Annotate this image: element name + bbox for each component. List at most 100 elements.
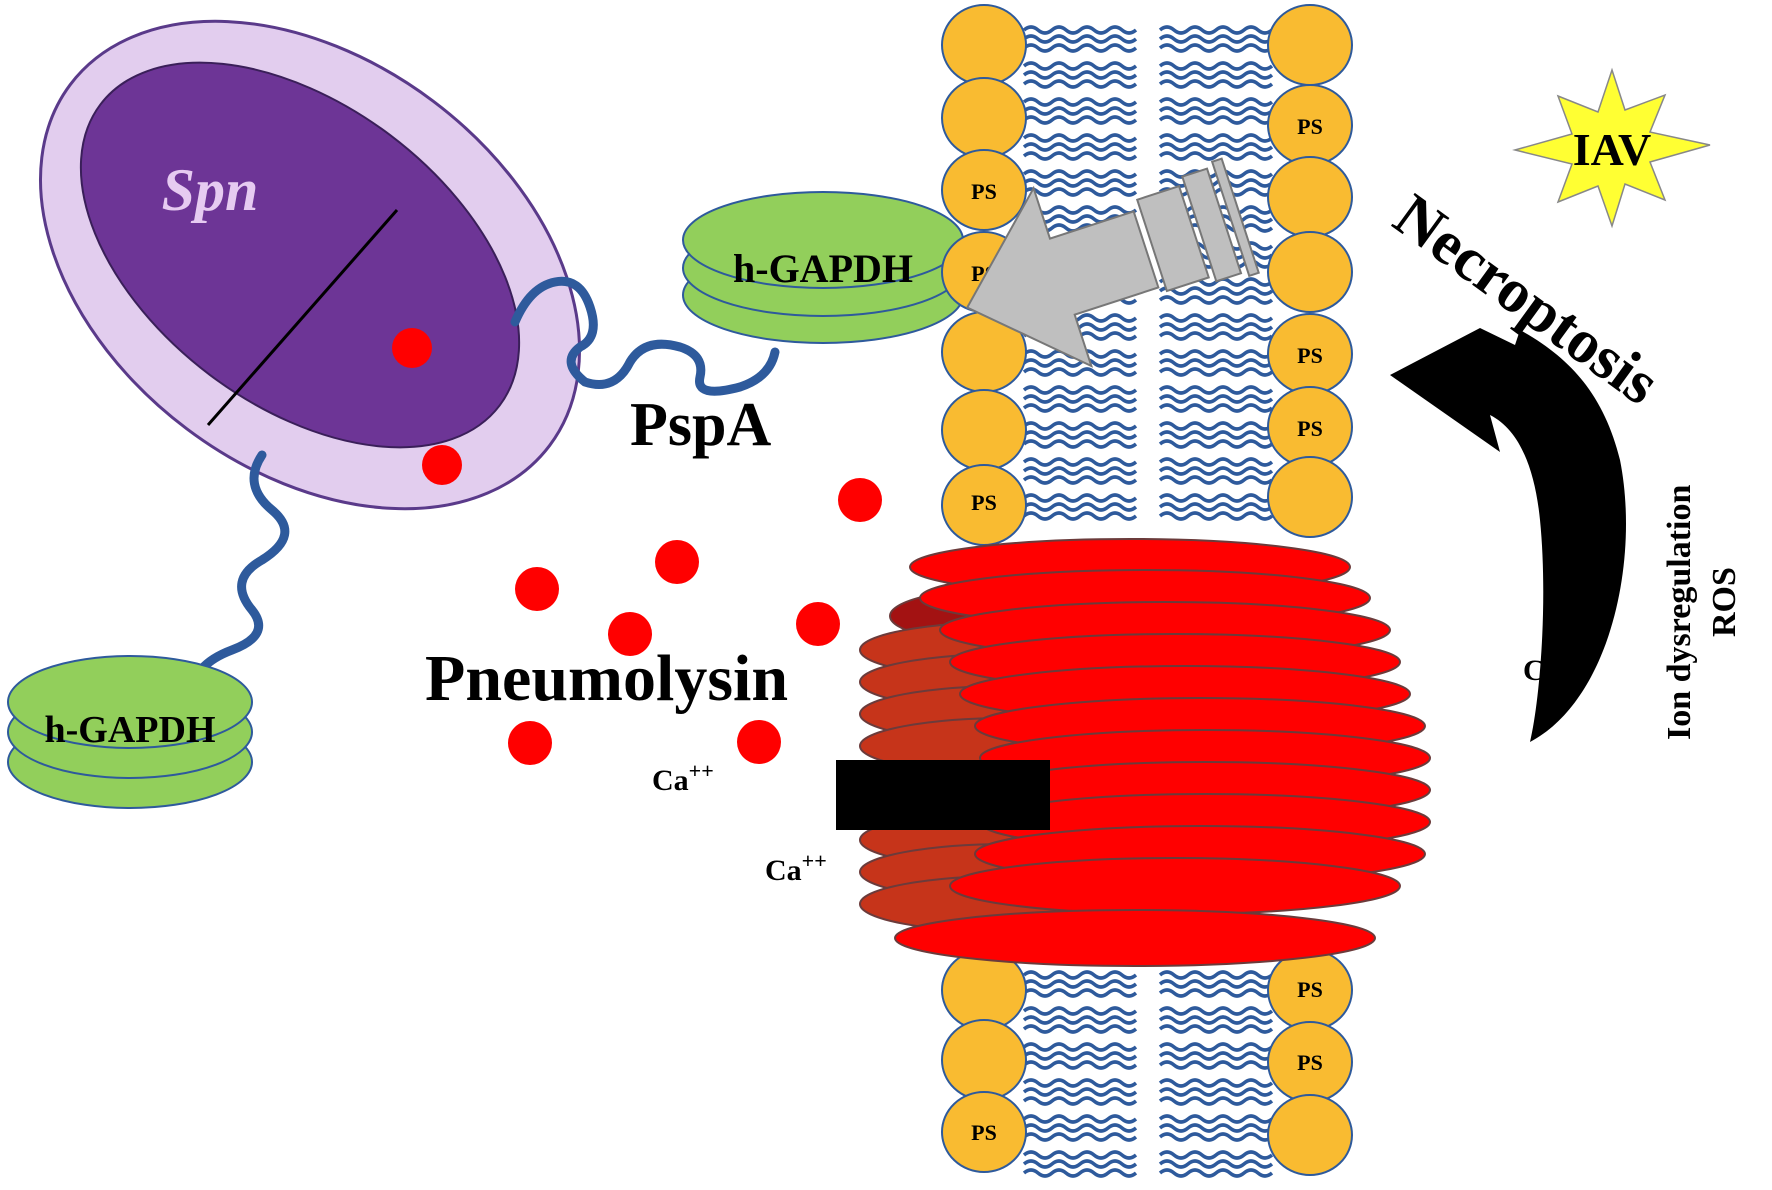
lipid-tail [1158,394,1274,404]
lipid-tail [1022,61,1138,71]
toxin-dot [508,721,552,765]
lipid-tail [1022,979,1138,989]
h-gapdh-bottom-label: h-GAPDH [45,709,216,751]
pneumolysin-monomers [508,478,882,765]
lipid-tail [1158,1150,1274,1160]
toxin-dot [422,445,462,485]
h-gapdh-bottom: h-GAPDH [7,655,253,809]
lipid-tail [1158,133,1274,143]
lipid-tail [1158,61,1274,71]
lipid-tail [1022,466,1138,476]
lipid-tail [1158,1051,1274,1061]
ps-label: PS [1297,343,1323,368]
lipid-tail [1022,1123,1138,1133]
lipid-tail [1158,331,1274,341]
lipid-tail [1158,106,1274,116]
toxin-dot [838,478,882,522]
ps-label: PS [971,179,997,204]
lipid-tail [1158,1060,1274,1070]
ps-label: PS [971,490,997,515]
lipid-tail [1158,349,1274,359]
pneumolysin-pore [836,538,1431,967]
lipid-tail [1022,25,1138,35]
lipid-tail [1158,421,1274,431]
lipid-tail [1022,106,1138,116]
lipid-tail [1022,142,1138,152]
lipid-tail [1022,367,1138,377]
iav-label: IAV [1573,124,1651,175]
lipid-tail [1022,430,1138,440]
lipid-tail [1022,457,1138,467]
toxin-dot [608,612,652,656]
lipid-tail [1158,439,1274,449]
membrane-right-leaflet [1267,4,1353,1176]
ps-label: PS [1297,416,1323,441]
lipid-tail [1022,70,1138,80]
ps-label: PS [1297,114,1323,139]
lipid-tail [1022,133,1138,143]
lipid-tail [1022,1150,1138,1160]
lipid-tail [1158,34,1274,44]
lipid-tail [1022,151,1138,161]
lipid-tail [1158,1087,1274,1097]
lipid-tail [1022,43,1138,53]
calcium-label: Ca++ [765,848,827,887]
lipid-tail [1022,493,1138,503]
lipid-tail [1022,511,1138,521]
toxin-dot [515,567,559,611]
lipid-tail [1158,1159,1274,1169]
iav-starburst: IAV [1512,67,1711,229]
lipid-tail [1158,286,1274,296]
toxin-dot [655,540,699,584]
cell-membrane: PS PS PS PS PS PS PS PS PS [941,4,1353,1178]
lipid-tail [1022,1006,1138,1016]
spn-bacterium: Spn [39,19,581,511]
lipid-tail [1022,79,1138,89]
h-gapdh-top: h-GAPDH [682,191,964,344]
lipid-tail [1022,394,1138,404]
lipid-tail [1158,1024,1274,1034]
ion-dysregulation-label: Ion dysregulation [1661,485,1698,740]
lipid-tail [1022,1087,1138,1097]
lipid-tail [1158,43,1274,53]
lipid-tail [1158,988,1274,998]
lipid-tail [1022,178,1138,188]
lipid-tail [1022,169,1138,179]
ps-label: PS [971,1120,997,1145]
lipid-tail [1158,151,1274,161]
ps-label: PS [1297,977,1323,1002]
lipid-tail [1158,79,1274,89]
lipid-tail [1022,475,1138,485]
toxin-dot [392,328,432,368]
lipid-tail [1158,403,1274,413]
h-gapdh-top-label: h-GAPDH [733,246,913,291]
lipid-tail [1022,97,1138,107]
lipid-tail [1022,385,1138,395]
lipid-tail [1022,988,1138,998]
lipid-tail [1158,979,1274,989]
lipid-tail [1158,1114,1274,1124]
lipid-tail [1022,439,1138,449]
lipid-tail [1158,25,1274,35]
lipid-tail [1022,1042,1138,1052]
spn-label: Spn [162,157,259,223]
lipid-tail [1022,358,1138,368]
lipid-tail [1158,511,1274,521]
lipid-tail [1022,1024,1138,1034]
calcium-label: Ca++ [652,758,714,797]
lipid-tail [1158,97,1274,107]
lipid-tail [1158,475,1274,485]
lipid-tail [1022,1114,1138,1124]
pore-channel [836,760,1050,830]
lipid-tail [1158,358,1274,368]
lipid-tail [1022,1051,1138,1061]
lipid-tail [1158,1042,1274,1052]
ros-label: ROS [1706,567,1743,637]
pneumolysin-label: Pneumolysin [425,642,788,715]
calcium-label: Ca++ [1523,648,1585,687]
lipid-tail [1022,1078,1138,1088]
lipid-tail [1158,295,1274,305]
lipid-tail [1022,115,1138,125]
lipid-tail [1022,1015,1138,1025]
